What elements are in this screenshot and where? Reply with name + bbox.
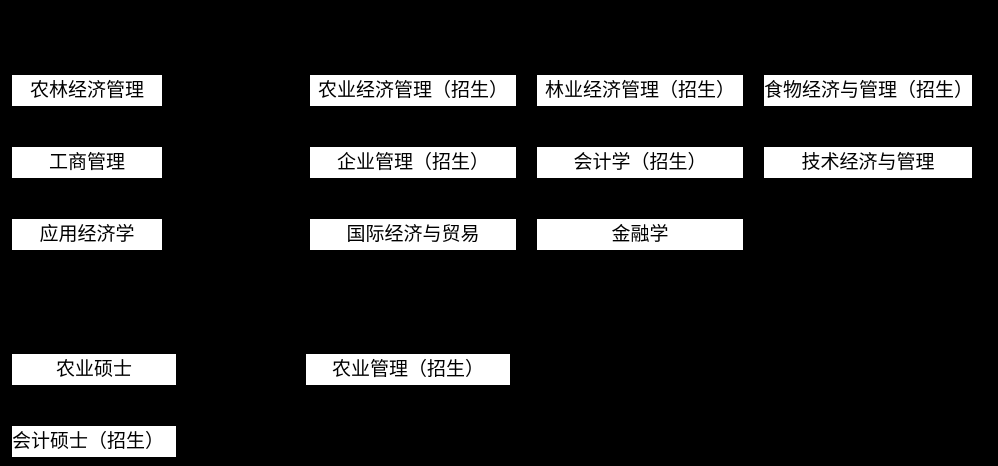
node-master-agriculture: 农业硕士 <box>12 354 176 385</box>
node-forestry-econ-mgmt: 林业经济管理（招生） <box>537 75 743 106</box>
node-food-econ-mgmt: 食物经济与管理（招生） <box>764 75 972 106</box>
node-applied-economics: 应用经济学 <box>12 219 162 250</box>
node-intl-econ-trade: 国际经济与贸易 <box>310 219 516 250</box>
node-finance: 金融学 <box>537 219 743 250</box>
node-agri-econ-mgmt: 农业经济管理（招生） <box>310 75 516 106</box>
node-agri-mgmt: 农业管理（招生） <box>306 354 510 385</box>
node-accounting: 会计学（招生） <box>537 147 743 178</box>
node-agri-forestry-econ-mgmt: 农林经济管理 <box>12 75 162 106</box>
node-master-accounting: 会计硕士（招生） <box>12 426 176 457</box>
node-enterprise-mgmt: 企业管理（招生） <box>310 147 516 178</box>
node-tech-econ-mgmt: 技术经济与管理 <box>764 147 972 178</box>
node-business-admin: 工商管理 <box>12 147 162 178</box>
